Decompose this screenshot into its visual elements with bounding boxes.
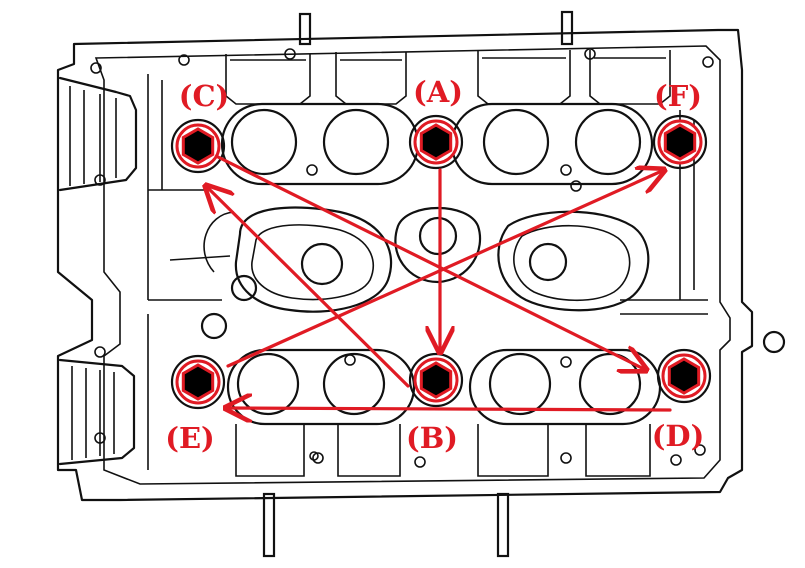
arrow-c-to-d [214, 154, 646, 370]
studs-bottom [262, 492, 510, 558]
head-outline [56, 28, 754, 502]
hex-bolt-icon [181, 363, 215, 401]
bolt-label-f: (F) [654, 79, 702, 113]
bolt-d [661, 353, 707, 399]
bolt-label-c: (C) [179, 79, 230, 113]
combustion-chambers [234, 206, 650, 313]
bolt-labels: (C) (A) (F) (E) (B) (D) [165, 75, 704, 455]
tightening-sequence-arrows [206, 154, 672, 410]
head-inner-outline [94, 45, 731, 485]
bolt-b [413, 357, 459, 403]
arrow-b-to-c [206, 186, 410, 388]
arrow-d-to-e [226, 408, 672, 410]
lower-valve-pockets [226, 348, 662, 426]
bolt-f [657, 119, 703, 165]
cam-journal-left-top [58, 62, 138, 192]
bolt-label-a: (A) [413, 75, 463, 109]
hex-bolt-icon [419, 361, 453, 399]
arrow-e-to-f [226, 170, 664, 368]
bolt-bosses [170, 114, 712, 410]
head-bolts [175, 119, 707, 405]
studs-top [298, 10, 574, 46]
bolt-label-b: (B) [406, 421, 458, 455]
hex-bolt-icon [663, 123, 697, 161]
hex-bolt-icon [667, 357, 701, 395]
hex-bolt-icon [181, 127, 215, 165]
cam-journal-left-bottom [58, 346, 136, 466]
bolt-label-e: (E) [165, 421, 215, 455]
hex-bolt-icon [419, 123, 453, 161]
bolt-e [175, 359, 221, 405]
bolt-c [175, 123, 221, 169]
bolt-a [413, 119, 459, 165]
cylinder-head-drawing [56, 10, 786, 558]
lower-saddles [235, 424, 682, 477]
bolt-label-d: (D) [652, 419, 705, 453]
